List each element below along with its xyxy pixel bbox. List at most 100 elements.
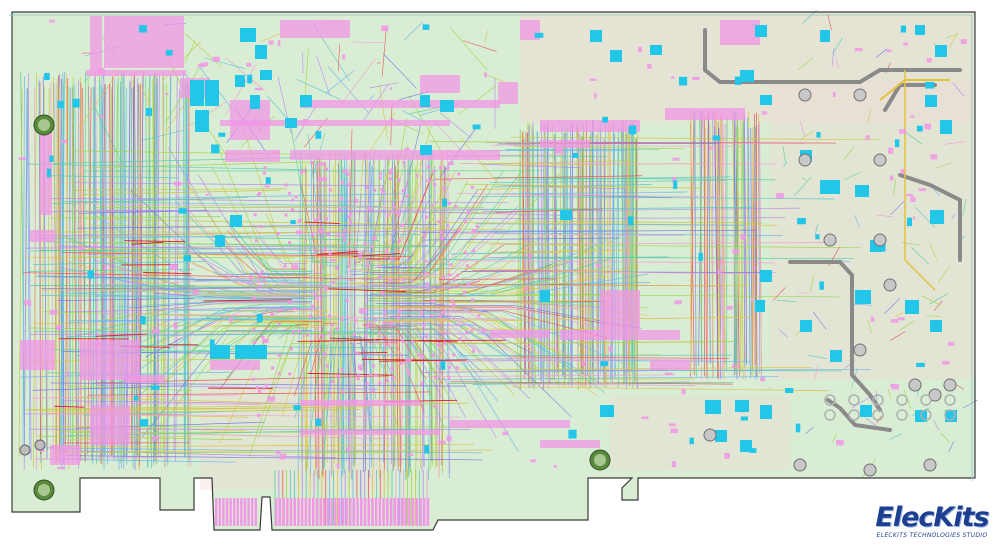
trace [124, 240, 186, 243]
mounting-hole-icon [594, 454, 606, 466]
passive-pad [422, 24, 430, 30]
eleckits-logo: ElecKits ELECKITS TECHNOLOGIES STUDIO [870, 504, 994, 540]
trace [92, 103, 123, 164]
trace [99, 79, 104, 451]
trace [87, 391, 432, 396]
passive-pad [760, 405, 772, 419]
trace [305, 243, 325, 262]
trace [49, 444, 474, 448]
edge-finger [330, 498, 333, 526]
trace [484, 73, 508, 84]
bga-pad [430, 204, 434, 208]
bga-pad [313, 249, 317, 253]
trace [183, 177, 332, 287]
bga-pad [276, 232, 280, 236]
trace [735, 127, 737, 371]
bga-pad [466, 210, 470, 214]
trace [383, 311, 623, 364]
trace [875, 48, 888, 58]
bga-pad [310, 304, 314, 308]
trace [736, 119, 742, 373]
edge-finger [386, 498, 389, 526]
trace [82, 88, 86, 462]
smd-pad [609, 346, 613, 352]
trace [258, 256, 322, 285]
trace [709, 122, 714, 377]
trace [138, 83, 141, 470]
trace [606, 123, 609, 388]
component-pad-cluster [80, 340, 140, 380]
trace [95, 333, 148, 337]
trace [61, 71, 65, 468]
bga-pad [255, 386, 259, 390]
smd-pad [81, 352, 84, 357]
trace [130, 190, 308, 275]
smd-pad [888, 147, 894, 154]
trace [733, 112, 738, 380]
bga-pad [436, 343, 440, 347]
power-trace [788, 260, 882, 412]
bga-pad [431, 353, 435, 357]
edge-finger [415, 498, 419, 526]
component-pad-cluster [50, 445, 80, 465]
trace [225, 57, 266, 92]
trace [396, 282, 429, 287]
passive-pad [610, 50, 622, 62]
trace [53, 76, 57, 463]
bga-pad [457, 229, 461, 233]
bga-pad [340, 180, 344, 184]
trace [389, 305, 642, 329]
component-pad-cluster [90, 405, 130, 445]
bga-pad [451, 299, 455, 303]
smd-pad [948, 341, 955, 346]
trace [27, 269, 194, 272]
trace [887, 388, 892, 399]
bga-pad [336, 233, 340, 237]
trace [370, 184, 489, 273]
bga-pad [425, 215, 429, 219]
smd-pad [910, 196, 916, 202]
smd-pad [890, 319, 899, 323]
bga-pad [392, 204, 396, 208]
bga-pad [262, 386, 266, 390]
trace [345, 176, 349, 274]
trace [204, 57, 246, 70]
trace [782, 161, 788, 167]
trace [43, 311, 310, 320]
passive-pad [256, 313, 263, 323]
passive-pad [705, 400, 721, 414]
smd-pad [103, 264, 107, 270]
edge-finger [308, 498, 311, 526]
smd-pad [246, 62, 252, 67]
trace [297, 339, 374, 342]
trace [708, 115, 711, 364]
edge-finger [315, 498, 319, 526]
smd-pad [325, 404, 329, 410]
trace [33, 261, 207, 265]
bga-pad [328, 252, 332, 256]
edge-finger [323, 498, 326, 526]
trace [62, 307, 285, 313]
bga-pad [288, 191, 292, 195]
trace [371, 170, 504, 271]
smd-pad [277, 40, 281, 47]
passive-pad [935, 45, 947, 57]
bga-pad [353, 319, 357, 323]
trace [129, 307, 323, 357]
passive-pad [940, 120, 952, 134]
trace [66, 331, 395, 338]
trace [458, 341, 707, 344]
smd-pad [389, 118, 395, 122]
smd-pad [664, 372, 673, 375]
bga-pad [439, 230, 443, 234]
trace [488, 191, 687, 195]
trace [343, 176, 345, 257]
edge-finger [278, 498, 282, 526]
trace [460, 354, 732, 357]
passive-pad [211, 144, 220, 154]
edge-finger [293, 498, 296, 526]
bga-pad [390, 210, 394, 214]
smd-pad [352, 399, 357, 406]
trace [305, 318, 342, 471]
